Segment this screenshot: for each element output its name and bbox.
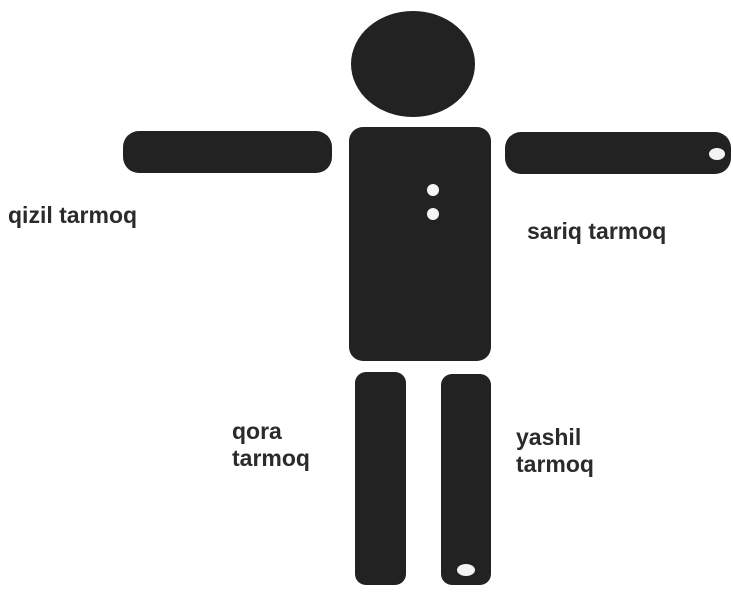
right-leg-label: yashil tarmoq — [516, 424, 594, 478]
head — [351, 11, 475, 117]
left-leg-label: qora tarmoq — [232, 418, 310, 472]
right-leg-label-line1: yashil — [516, 424, 594, 451]
right-arm — [505, 132, 731, 174]
torso-dot-lower — [427, 208, 439, 220]
right-arm-label: sariq tarmoq — [527, 218, 666, 245]
right-arm-label-text: sariq tarmoq — [527, 218, 666, 245]
right-leg — [441, 374, 491, 585]
torso-dot-upper — [427, 184, 439, 196]
left-leg-label-line1: qora — [232, 418, 310, 445]
right-leg-marker — [457, 564, 475, 576]
left-leg — [355, 372, 406, 585]
left-arm — [123, 131, 332, 173]
right-arm-marker — [709, 148, 725, 160]
left-leg-label-line2: tarmoq — [232, 445, 310, 472]
right-leg-label-line2: tarmoq — [516, 451, 594, 478]
torso — [349, 127, 491, 361]
left-arm-label-text: qizil tarmoq — [8, 202, 137, 229]
left-arm-label: qizil tarmoq — [8, 202, 137, 229]
